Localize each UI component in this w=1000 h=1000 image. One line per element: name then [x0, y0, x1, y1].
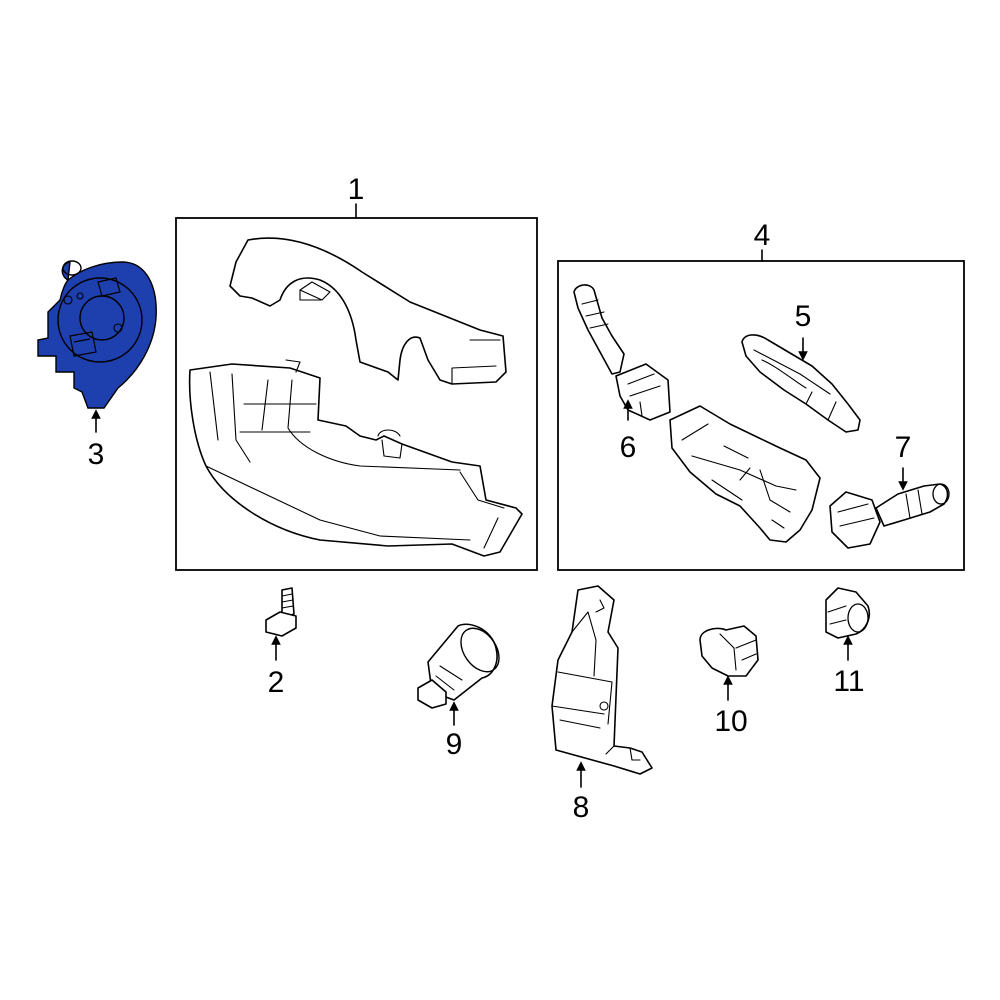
right-lever-part[interactable]: [829, 483, 950, 549]
callout-1: 1: [347, 173, 365, 206]
bracket-body: [741, 334, 861, 433]
right-lever-connector-detail: [837, 503, 875, 527]
left-lever-part[interactable]: [573, 284, 671, 421]
right-lever-stalk: [875, 483, 949, 527]
callout-4: 4: [753, 219, 771, 252]
bolt-head: [265, 611, 297, 637]
callout-2: 2: [267, 666, 285, 699]
left-lever-stalk: [573, 284, 625, 375]
column-bracket-part[interactable]: [551, 585, 653, 775]
left-lever-connector-detail: [627, 373, 661, 417]
sensor-face: [847, 603, 869, 633]
right-lever-grip: [905, 489, 923, 519]
clock-spring-hole-c: [76, 292, 84, 300]
bolt-threads: [281, 593, 294, 609]
clock-spring-part[interactable]: [37, 260, 157, 409]
switch-body-detail: [681, 423, 797, 529]
right-lever-connector: [829, 491, 881, 549]
switch-module-detail: [719, 633, 757, 671]
group-box-4: [557, 260, 965, 571]
lock-cylinder-face: [460, 627, 500, 673]
clock-spring-cap: [62, 260, 82, 276]
callout-5: 5: [794, 300, 812, 333]
upper-cover-detail: [299, 281, 331, 301]
bolt-part[interactable]: [265, 587, 297, 637]
bracket-detail: [753, 349, 837, 421]
switch-body-part[interactable]: [669, 405, 821, 543]
callout-3: 3: [87, 438, 105, 471]
lock-cylinder-part[interactable]: [417, 621, 507, 709]
column-bracket-detail: [551, 599, 641, 761]
clock-spring-tab-top: [97, 277, 121, 297]
clock-spring-ring: [57, 277, 143, 363]
clock-spring-connector: [69, 331, 97, 357]
sensor-detail: [827, 605, 847, 625]
clock-spring-body: [37, 261, 157, 409]
lower-cover-ribs: [205, 371, 505, 549]
right-lever-tip: [932, 483, 950, 505]
switch-module-part[interactable]: [699, 625, 759, 677]
callout-8: 8: [572, 791, 590, 824]
callout-11: 11: [833, 665, 865, 698]
left-lever-grip: [581, 299, 609, 329]
lower-column-cover: [188, 363, 523, 557]
callout-9: 9: [445, 728, 463, 761]
callout-10: 10: [714, 705, 748, 738]
lock-cylinder-tail: [417, 679, 447, 709]
clock-spring-hole-a: [63, 295, 73, 305]
upper-cover-edge: [451, 339, 501, 385]
lower-cover-clip: [285, 359, 401, 437]
lock-cylinder-body: [427, 623, 498, 701]
lock-cylinder-detail: [435, 665, 463, 691]
column-cover-part[interactable]: [188, 237, 523, 557]
upper-column-cover: [229, 237, 507, 385]
clock-spring-hole-b: [113, 323, 123, 333]
bracket-part[interactable]: [741, 334, 861, 433]
column-bracket-hole: [599, 701, 609, 711]
callout-6: 6: [619, 431, 637, 464]
switch-module-body: [699, 625, 759, 677]
callout-7: 7: [894, 431, 912, 464]
sensor-part[interactable]: [825, 587, 871, 639]
